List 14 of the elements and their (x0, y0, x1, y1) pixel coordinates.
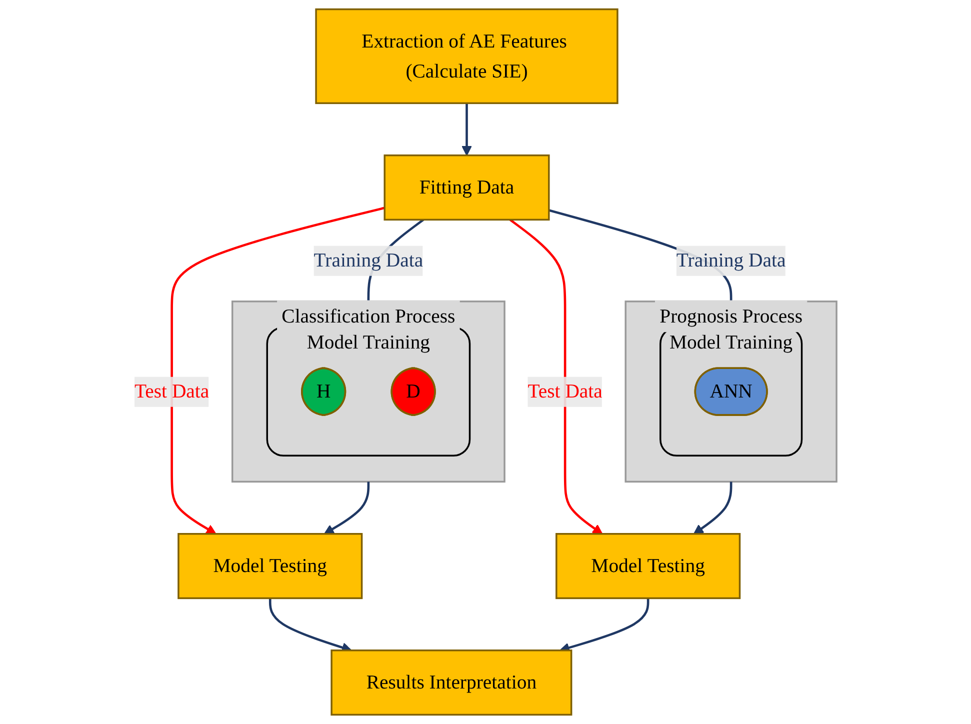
node-box: Model Testing (178, 533, 363, 600)
edge-label: Test Data (134, 380, 210, 402)
node-box: Extraction of AE Features (Calculate SIE) (315, 8, 618, 104)
node-box: Fitting Data (384, 154, 550, 221)
arrow (324, 482, 370, 534)
arrow (462, 103, 472, 156)
edge-label: Training Data (314, 249, 424, 272)
arrow (693, 482, 732, 534)
edge-label: Test Data (528, 380, 602, 402)
edge-label: Training Data (676, 249, 786, 272)
arrow (170, 206, 385, 534)
node-box: Model Testing (556, 533, 741, 600)
arrow (509, 218, 603, 534)
node-box: Results Interpretation (330, 650, 572, 716)
